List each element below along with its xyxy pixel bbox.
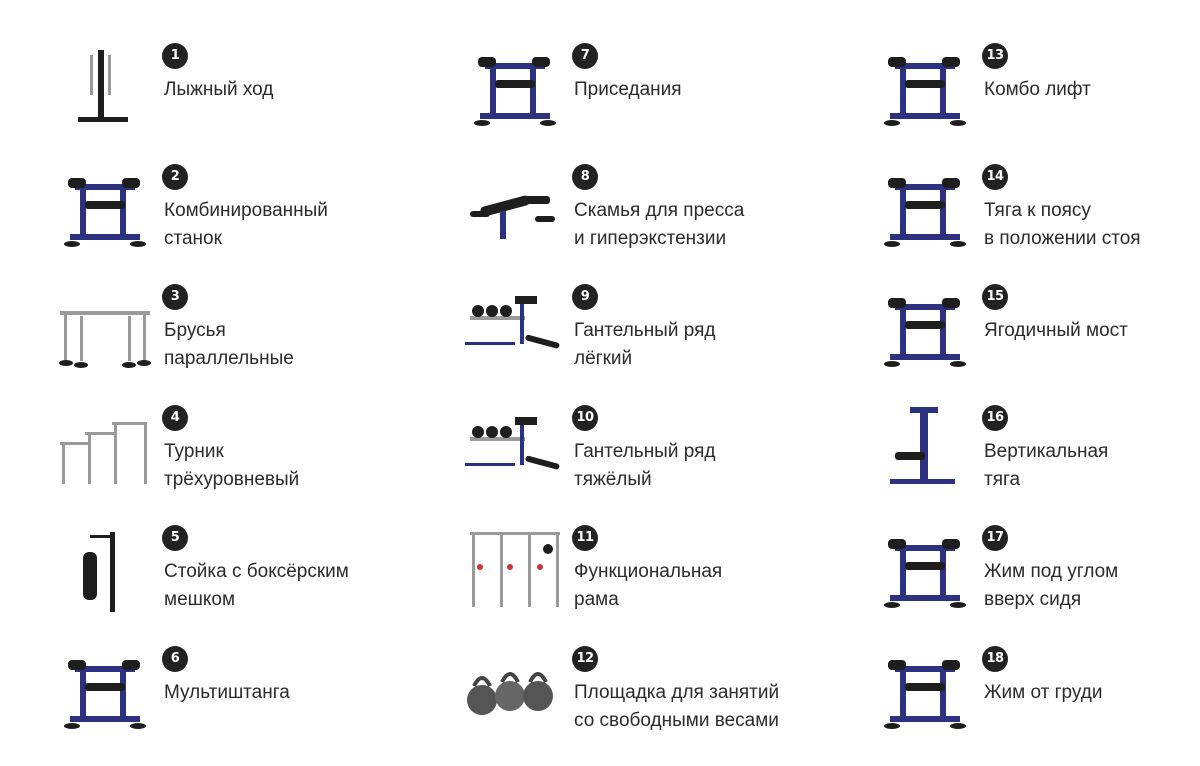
item-label: Стойка с боксёрским мешком [164,561,349,611]
item-label: Лыжный ход [164,79,274,100]
item-label: Ягодичный мост [984,320,1128,342]
item-number-badge: 1 [162,43,188,69]
equipment-item: 11 Функциональная рама [460,525,860,645]
item-label: Функциональная рама [574,561,723,611]
bench-icon [470,195,555,239]
equipment-item: 3 Брусья параллельные [50,284,450,404]
item-label: Жим под углом вверх сидя [984,561,1119,611]
equipment-item: 18 Жим от груди [870,646,1200,766]
kettlebells-icon [467,672,553,715]
machine-icon [884,57,966,126]
equipment-item: 8 Скамья для пресса и гиперэкстензии [460,163,860,284]
ski-machine-icon [78,50,128,122]
item-number-badge: 8 [572,163,598,190]
item-number-badge: 16 [982,404,1008,431]
equipment-item: 17 Жим под углом вверх сидя [870,525,1200,645]
item-number-badge: 2 [162,163,188,190]
item-number-badge: 13 [982,43,1008,69]
item-label: Гантельный ряд лёгкий [574,320,716,370]
item-label: Вертикальная тяга [984,440,1109,490]
machine-icon [884,539,966,609]
item-number-badge: 10 [572,404,598,431]
bars-icon [59,311,151,369]
item-number-badge: 11 [572,525,598,552]
item-number-badge: 9 [572,284,598,311]
machine-icon [884,177,966,247]
item-label: Приседания [574,79,682,100]
item-label: Комбинированный станок [164,199,328,249]
item-number-badge: 6 [162,646,188,672]
pullup-icon [60,421,147,484]
item-number-badge: 18 [982,646,1008,672]
item-number-badge: 15 [982,284,1008,311]
item-label: Площадка для занятий со свободными весам… [574,682,780,731]
dumbbells-icon [465,296,560,349]
item-label: Скамья для пресса и гиперэкстензии [574,199,745,249]
equipment-item: 9 Гантельный ряд лёгкий [460,284,860,404]
item-number-badge: 3 [162,284,188,311]
machine-icon [884,660,966,729]
item-label: Мультиштанга [164,682,290,703]
item-number-badge: 12 [572,646,598,672]
machine-icon [64,177,146,247]
equipment-item: 1 Лыжный ход [50,43,450,163]
equipment-item: 12 Площадка для занятий со свободными ве… [460,646,860,766]
item-number-badge: 4 [162,404,188,431]
item-label: Жим от груди [984,682,1103,703]
equipment-item: 7 Приседания [460,43,860,163]
item-label: Брусья параллельные [164,320,294,370]
machine-icon [64,660,146,729]
dumbbells-icon [465,416,560,470]
item-label: Гантельный ряд тяжёлый [574,440,716,490]
equipment-item: 6 Мультиштанга [50,646,450,766]
item-number-badge: 14 [982,163,1008,190]
bag-icon [83,532,115,613]
frame-icon [470,532,560,608]
equipment-item: 15 Ягодичный мост [870,284,1200,404]
item-label: Турник трёхуровневый [164,440,300,490]
equipment-item: 10 Гантельный ряд тяжёлый [460,404,860,525]
item-number-badge: 17 [982,525,1008,552]
equipment-item: 2 Комбинированный станок [50,163,450,284]
item-number-badge: 5 [162,525,188,552]
machine-icon [884,298,966,368]
item-label: Комбо лифт [984,79,1091,100]
equipment-item: 14 Тяга к поясу в положении стоя [870,163,1200,284]
equipment-item: 13 Комбо лифт [870,43,1200,163]
item-label: Тяга к поясу в положении стоя [984,199,1141,249]
equipment-item: 4 Турник трёхуровневый [50,404,450,525]
machine-icon [474,57,556,126]
tower-icon [890,406,955,484]
item-number-badge: 7 [572,43,598,69]
equipment-item: 16 Вертикальная тяга [870,404,1200,525]
equipment-item: 5 Стойка с боксёрским мешком [50,525,450,645]
